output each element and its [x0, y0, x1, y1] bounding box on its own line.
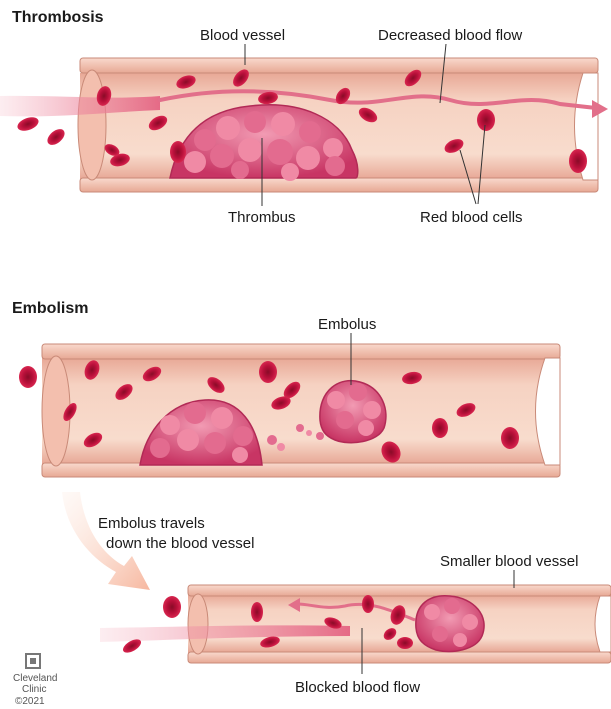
label-thrombus: Thrombus [228, 209, 296, 226]
lodged-embolus [416, 596, 484, 652]
label-embolus-travels-line2: down the blood vessel [106, 535, 254, 552]
smaller-vessel [188, 585, 611, 663]
embolism-title: Embolism [12, 300, 88, 317]
logo-line2: Clinic [22, 684, 46, 695]
label-smaller-blood-vessel: Smaller blood vessel [440, 553, 578, 570]
label-embolus: Embolus [318, 316, 376, 333]
label-blood-vessel: Blood vessel [200, 27, 285, 44]
embolism-vessel [42, 344, 560, 477]
label-decreased-blood-flow: Decreased blood flow [378, 27, 522, 44]
decreased-flow-arrowhead [592, 100, 608, 118]
thrombosis-panel: Thrombosis [0, 9, 608, 226]
label-blocked-blood-flow: Blocked blood flow [295, 679, 420, 696]
logo-year: ©2021 [15, 696, 45, 707]
clinic-cross-icon [26, 654, 40, 668]
cleveland-clinic-logo: Cleveland Clinic ©2021 [13, 654, 57, 707]
thrombosis-title: Thrombosis [12, 9, 104, 26]
label-embolus-travels-line1: Embolus travels [98, 515, 205, 532]
logo-line1: Cleveland [13, 673, 57, 684]
embolism-panel: Embolism [12, 300, 611, 696]
label-red-blood-cells: Red blood cells [420, 209, 523, 226]
